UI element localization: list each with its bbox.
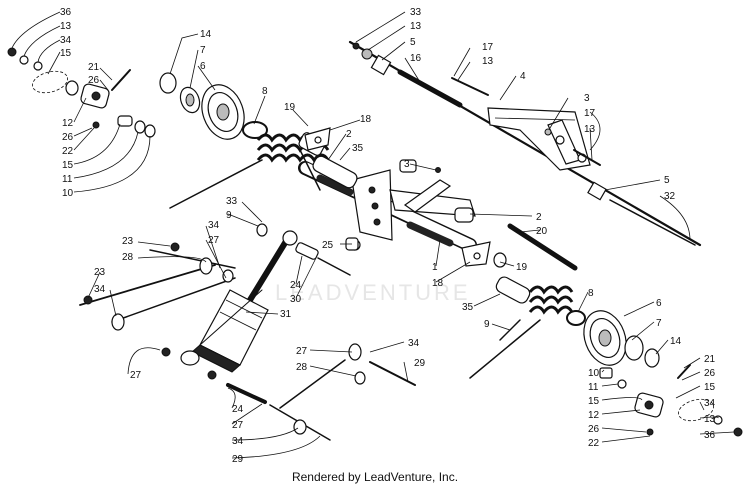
callout-25: 25	[322, 240, 334, 251]
callout-12: 12	[588, 410, 600, 421]
callout-34: 34	[60, 35, 72, 46]
callout-36: 36	[60, 7, 72, 18]
callout-34: 34	[94, 284, 106, 295]
callout-34: 34	[208, 220, 220, 231]
callout-9: 9	[226, 210, 232, 221]
callout-10: 10	[588, 368, 600, 379]
callout-26: 26	[62, 132, 74, 143]
callout-13: 13	[584, 124, 596, 135]
callout-13: 13	[410, 21, 422, 32]
callout-24: 24	[232, 404, 244, 415]
callout-35: 35	[352, 143, 364, 154]
callout-11: 11	[588, 382, 599, 393]
callout-23: 23	[94, 267, 106, 278]
callout-6: 6	[656, 298, 662, 309]
callout-3: 3	[404, 159, 410, 170]
callout-16: 16	[410, 53, 422, 64]
callout-15: 15	[704, 382, 716, 393]
callout-17: 17	[482, 42, 494, 53]
callout-33: 33	[226, 196, 238, 207]
callout-18: 18	[432, 278, 444, 289]
callout-34: 34	[232, 436, 244, 447]
callout-26: 26	[588, 424, 600, 435]
callout-29: 29	[414, 358, 426, 369]
callout-3: 3	[584, 93, 590, 104]
callout-7: 7	[656, 318, 662, 329]
callout-17: 17	[584, 108, 596, 119]
callout-26: 26	[88, 75, 100, 86]
shock-absorber	[180, 230, 298, 373]
callout-34: 34	[704, 398, 716, 409]
callout-27: 27	[232, 420, 244, 431]
callout-23: 23	[122, 236, 134, 247]
callout-labels: 36 13 34 15 21 26 12 26 22 15 11 10 14 7…	[60, 7, 716, 465]
callout-27: 27	[208, 235, 220, 246]
callout-10: 10	[62, 188, 74, 199]
watermark: LEADVENTURE	[275, 280, 471, 305]
right-torsion-spring	[469, 285, 586, 379]
callout-31: 31	[280, 309, 292, 320]
callout-15: 15	[588, 396, 600, 407]
callout-7: 7	[200, 45, 206, 56]
callout-28: 28	[296, 362, 308, 373]
callout-30: 30	[290, 294, 302, 305]
callout-15: 15	[62, 160, 74, 171]
callout-1: 1	[432, 262, 438, 273]
callout-14: 14	[670, 336, 682, 347]
callout-33: 33	[410, 7, 422, 18]
callout-13: 13	[704, 414, 716, 425]
callout-27: 27	[296, 346, 308, 357]
callout-2: 2	[536, 212, 542, 223]
callout-22: 22	[62, 146, 74, 157]
footer-credit: Rendered by LeadVenture, Inc.	[291, 470, 459, 484]
callout-5: 5	[410, 37, 416, 48]
leader-lines	[11, 11, 735, 459]
callout-19: 19	[516, 262, 528, 273]
callout-13: 13	[60, 21, 72, 32]
callout-24: 24	[290, 280, 302, 291]
callout-8: 8	[262, 86, 268, 97]
callout-18: 18	[360, 114, 372, 125]
callout-34: 34	[408, 338, 420, 349]
spacer-tubes	[298, 127, 531, 304]
center-bracket	[351, 169, 476, 241]
diagram-canvas: LEADVENTURE	[7, 7, 743, 465]
left-wheel-assembly	[7, 47, 245, 140]
callout-29: 29	[232, 454, 244, 465]
callout-15: 15	[60, 48, 72, 59]
callout-32: 32	[664, 191, 676, 202]
callout-22: 22	[588, 438, 600, 449]
callout-13: 13	[482, 56, 494, 67]
callout-4: 4	[520, 71, 526, 82]
callout-12: 12	[62, 118, 74, 129]
callout-35: 35	[462, 302, 474, 313]
callout-36: 36	[704, 430, 716, 441]
callout-27: 27	[130, 370, 142, 381]
callout-19: 19	[284, 102, 296, 113]
right-wheel-assembly	[583, 310, 743, 437]
callout-11: 11	[62, 174, 73, 185]
lower-links	[79, 223, 416, 441]
right-shaft-parts	[349, 159, 578, 271]
callout-9: 9	[484, 319, 490, 330]
callout-14: 14	[200, 29, 212, 40]
callout-6: 6	[200, 61, 206, 72]
callout-5: 5	[664, 175, 670, 186]
callout-21: 21	[88, 62, 100, 73]
callout-26: 26	[704, 368, 716, 379]
callout-2: 2	[346, 129, 352, 140]
callout-28: 28	[122, 252, 134, 263]
callout-8: 8	[588, 288, 594, 299]
callout-20: 20	[536, 226, 548, 237]
callout-21: 21	[704, 354, 716, 365]
top-rail-assembly	[348, 40, 702, 247]
